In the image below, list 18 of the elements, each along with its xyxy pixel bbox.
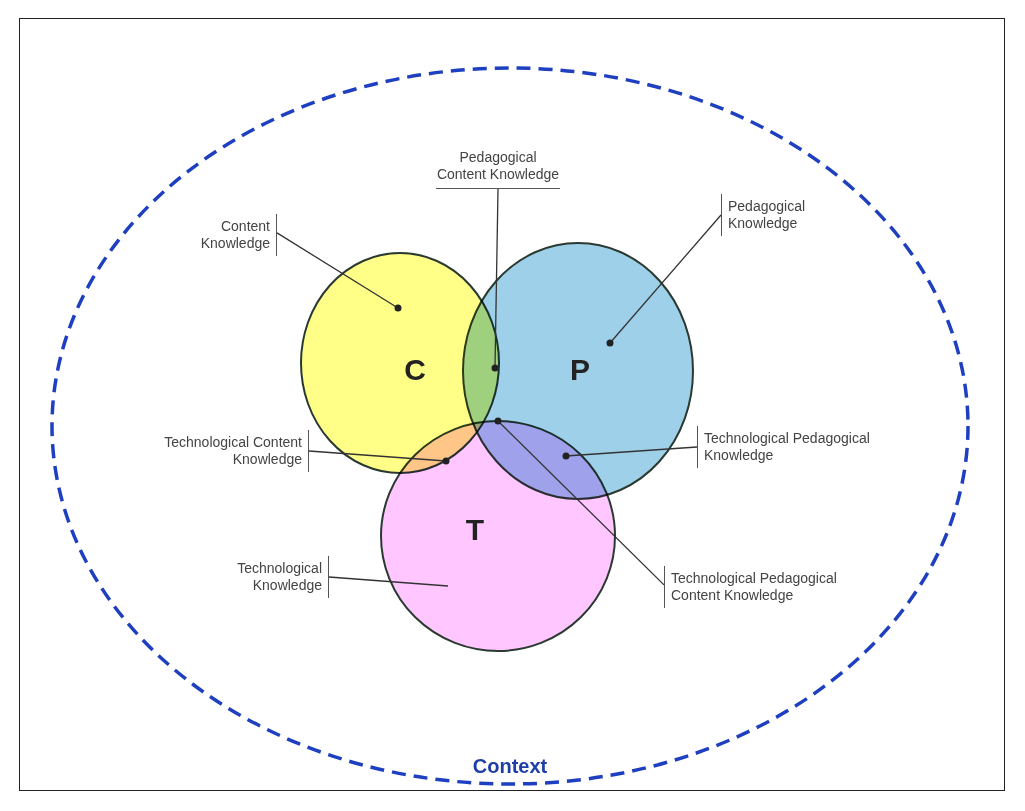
callout-label: Content Knowledge — [160, 214, 277, 256]
circle-letter: C — [404, 355, 426, 385]
leader-line — [606, 214, 722, 347]
callout-label: Technological Pedagogical Content Knowledge — [664, 566, 871, 608]
leader-line — [308, 450, 450, 465]
leader-line — [562, 446, 698, 460]
leader-line — [328, 576, 449, 587]
callout-label: Technological Knowledge — [190, 556, 329, 598]
venn-circle — [380, 420, 616, 652]
callout-label: Technological Pedagogical Knowledge — [697, 426, 904, 468]
circle-letter: T — [465, 515, 485, 545]
leader-line — [491, 188, 499, 372]
leader-line — [276, 232, 402, 312]
leader-line — [494, 417, 665, 586]
callout-label: Pedagogical Knowledge — [721, 194, 848, 236]
circle-letter: P — [570, 355, 590, 385]
callout-label: Technological Content Knowledge — [140, 430, 309, 472]
callout-label: Pedagogical Content Knowledge — [436, 145, 560, 189]
